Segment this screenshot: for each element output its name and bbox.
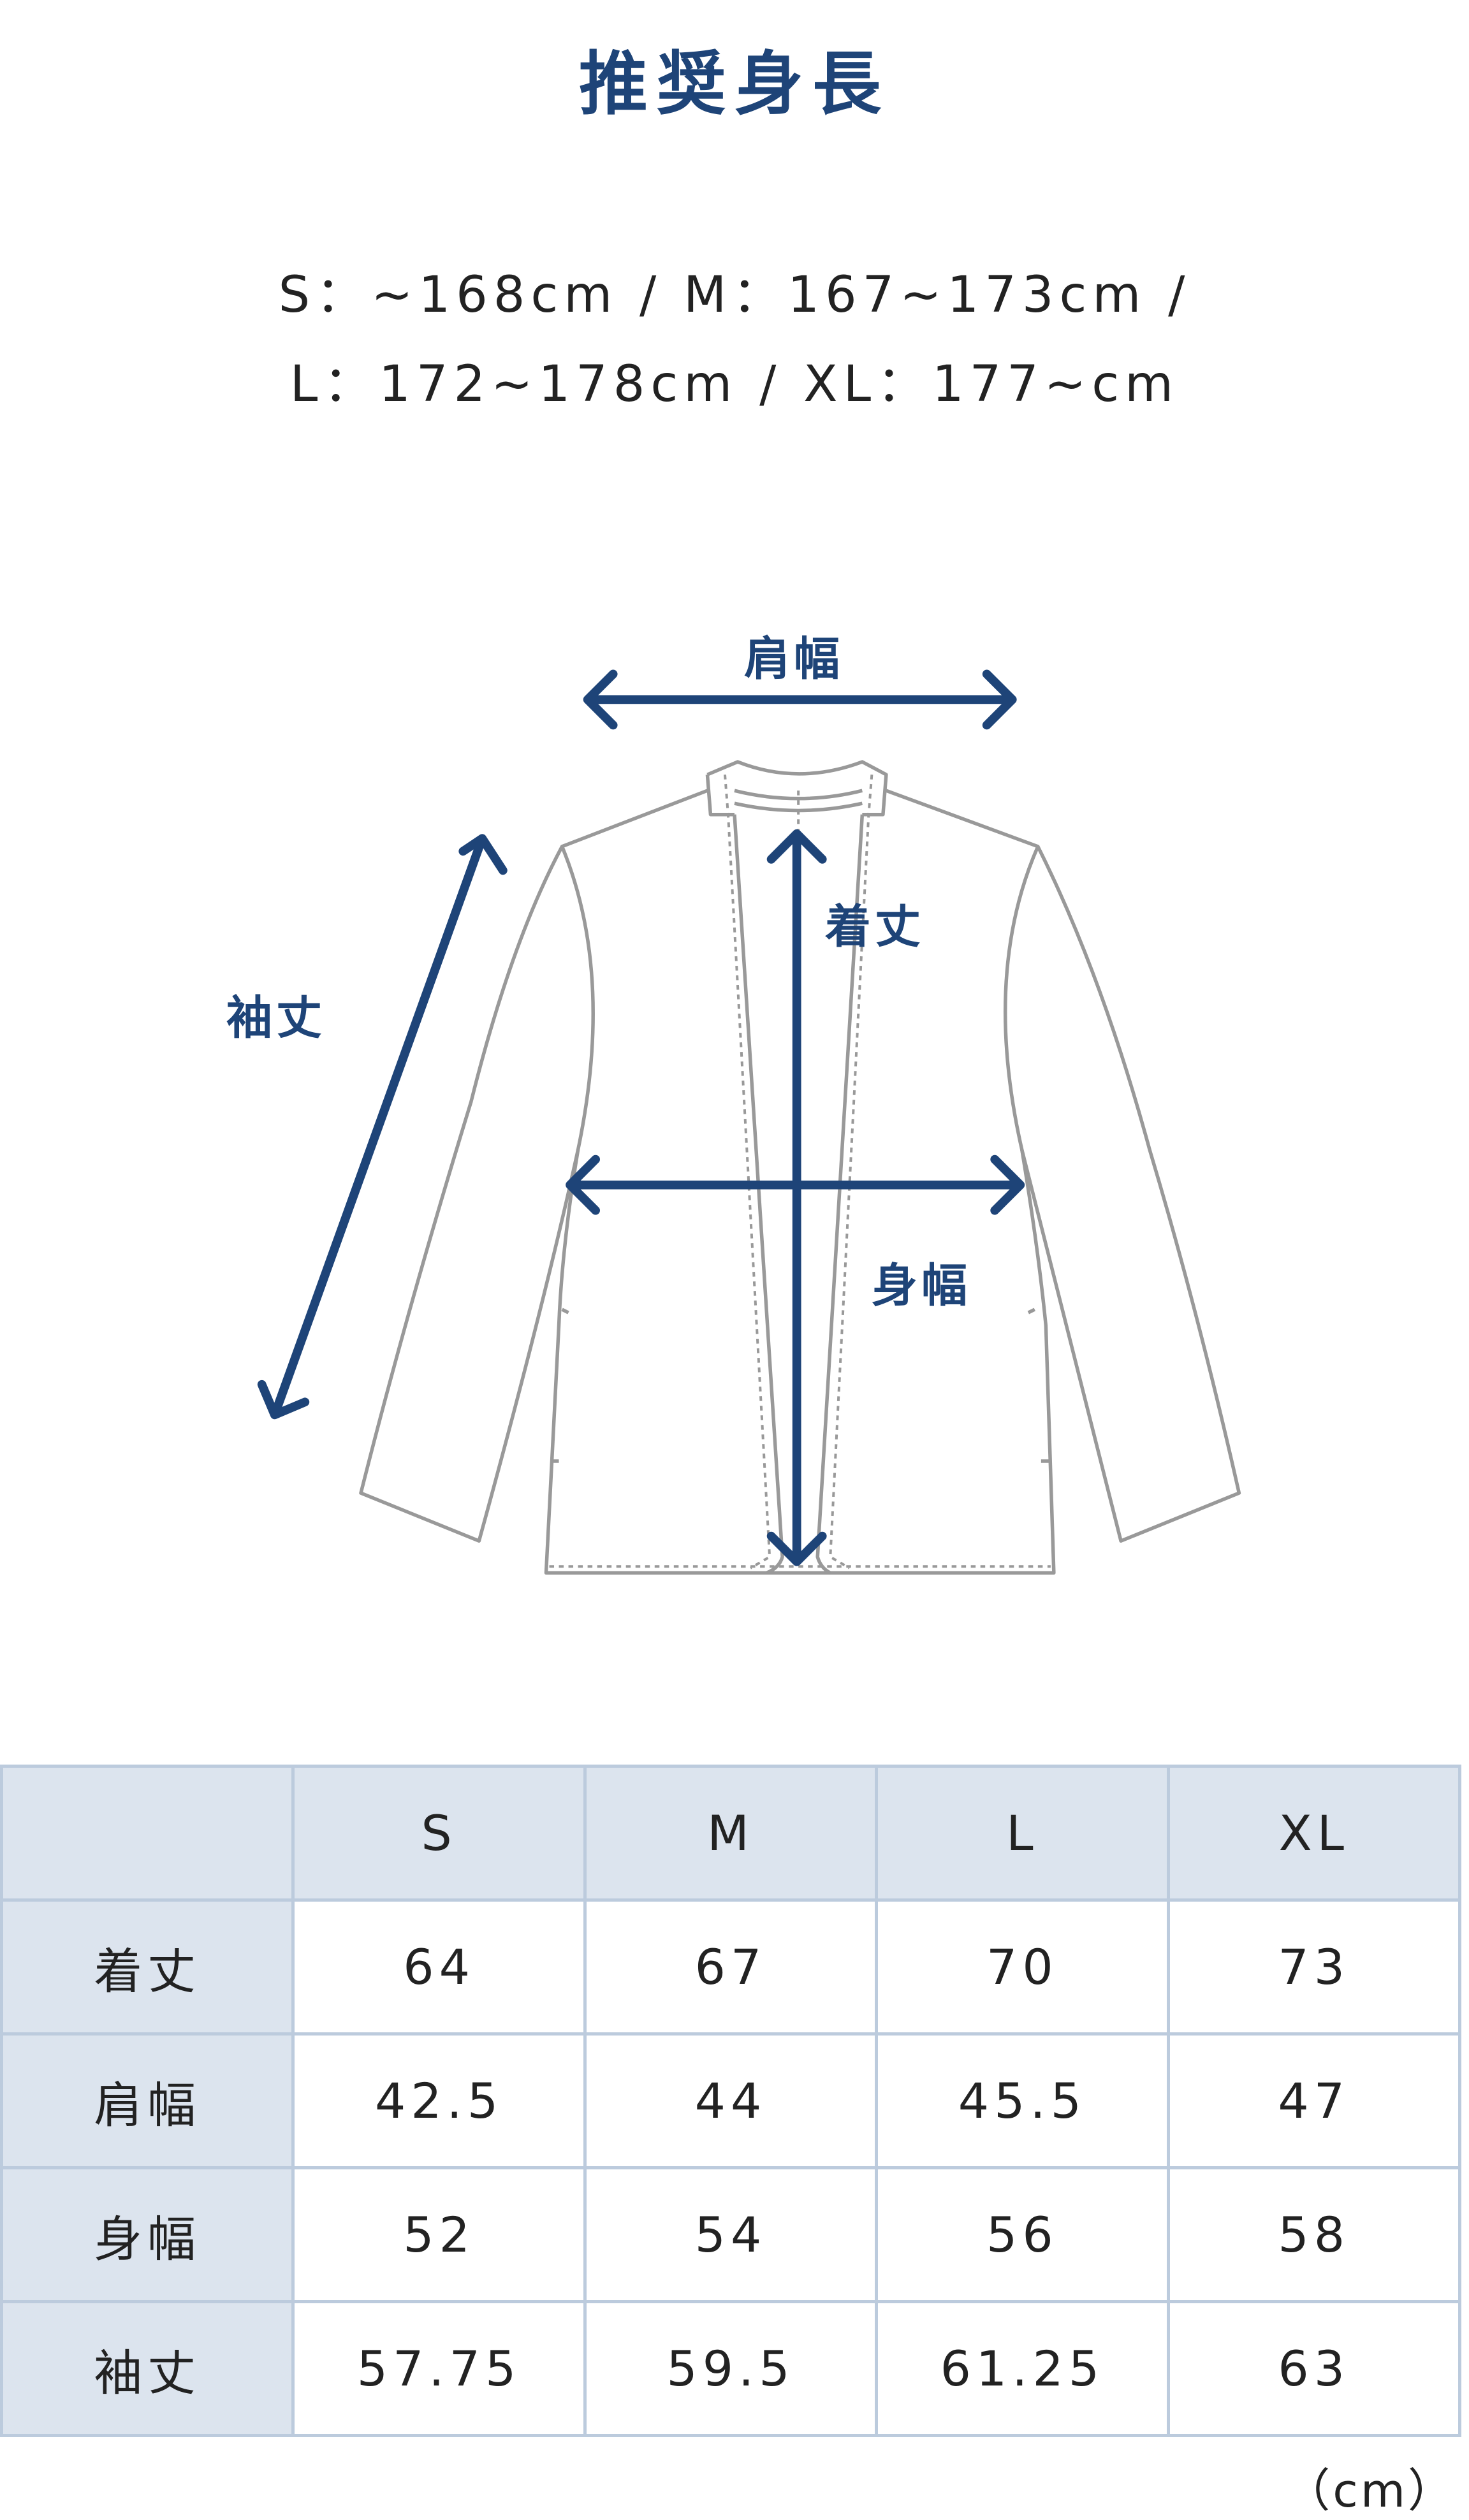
table-cell: 44: [583, 2032, 879, 2169]
table-row: 袖丈 57.75 59.5 61.25 63: [0, 2300, 1462, 2437]
row-label: 袖丈: [0, 2300, 295, 2437]
length-arrow: [766, 829, 827, 1566]
table-cell: 63: [1166, 2300, 1462, 2437]
table-cell: 73: [1166, 1898, 1462, 2036]
recommended-height-line-1: S：~168cm / M：167~173cm /: [278, 266, 1191, 324]
table-cell: 42.5: [291, 2032, 587, 2169]
jacket-outline: [359, 760, 1241, 1575]
table-cell: 57.75: [291, 2300, 587, 2437]
table-cell: 54: [583, 2166, 879, 2303]
table-header-s: S: [291, 1765, 587, 1902]
jacket-diagram: 肩幅 着丈 袖丈 身幅: [0, 607, 1469, 1597]
table-cell: 47: [1166, 2032, 1462, 2169]
table-cell: 58: [1166, 2166, 1462, 2303]
table-header-l: L: [875, 1765, 1170, 1902]
table-header-m: M: [583, 1765, 879, 1902]
row-label: 着丈: [0, 1898, 295, 2036]
table-cell: 67: [583, 1898, 879, 2036]
row-label: 肩幅: [0, 2032, 295, 2169]
table-cell: 45.5: [875, 2032, 1170, 2169]
unit-note: （cm）: [1284, 2464, 1456, 2517]
table-row: 肩幅 42.5 44 45.5 47: [0, 2032, 1462, 2169]
sleeve-label: 袖丈: [226, 991, 326, 1045]
measure-arrows: [257, 669, 1025, 1566]
length-label: 着丈: [824, 899, 925, 954]
table-cell: 59.5: [583, 2300, 879, 2437]
recommended-height-line-2: L：172~178cm / XL：177~cm: [289, 356, 1180, 413]
table-cell: 70: [875, 1898, 1170, 2036]
shoulder-arrow: [583, 669, 1017, 730]
table-cell: 61.25: [875, 2300, 1170, 2437]
body-width-label: 身幅: [871, 1258, 972, 1313]
page-title: 推奨身長: [578, 45, 890, 124]
table-cell: 52: [291, 2166, 587, 2303]
sleeve-arrow: [257, 834, 508, 1420]
table-row: 着丈 64 67 70 73: [0, 1898, 1462, 2036]
row-label: 身幅: [0, 2166, 295, 2303]
table-header-corner: [0, 1765, 295, 1902]
stitch-lines: [549, 774, 1051, 1570]
table-header-row: S M L XL: [0, 1765, 1462, 1902]
shoulder-label: 肩幅: [743, 632, 844, 686]
table-cell: 64: [291, 1898, 587, 2036]
table-row: 身幅 52 54 56 58: [0, 2166, 1462, 2303]
jacket-illustration: [257, 669, 1241, 1575]
body-width-arrow: [566, 1154, 1025, 1215]
table-header-xl: XL: [1166, 1765, 1462, 1902]
table-cell: 56: [875, 2166, 1170, 2303]
size-table: S M L XL 着丈 64 67 70 73 肩幅 42.5 44 45.5 …: [0, 1765, 1462, 2437]
